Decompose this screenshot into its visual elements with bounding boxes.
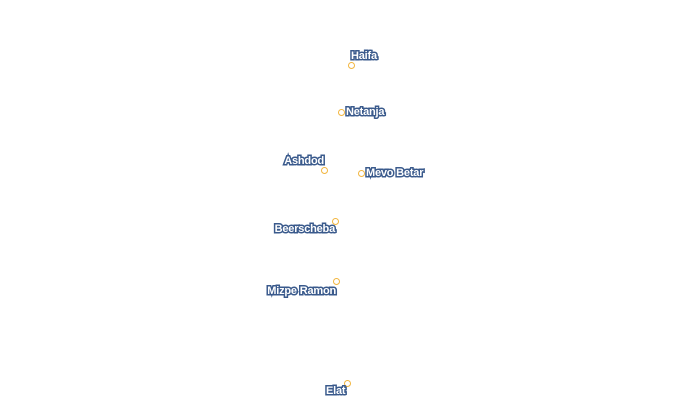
city-label: Mevo Betar xyxy=(364,166,425,181)
city-point-icon xyxy=(343,379,351,387)
city-point-icon xyxy=(332,277,340,285)
city-label: Elat xyxy=(324,384,347,399)
city-point-icon xyxy=(347,61,355,69)
city-label: Netanja xyxy=(344,105,386,120)
city-label: Mizpe Ramon xyxy=(266,284,338,299)
city-point-icon xyxy=(331,217,339,225)
city-label: Ashdod xyxy=(283,154,326,169)
city-point-icon xyxy=(337,108,345,116)
city-point-icon xyxy=(320,166,328,174)
city-label: Beerscheba xyxy=(273,222,337,237)
city-label: Haifa xyxy=(350,49,379,64)
city-point-icon xyxy=(357,169,365,177)
